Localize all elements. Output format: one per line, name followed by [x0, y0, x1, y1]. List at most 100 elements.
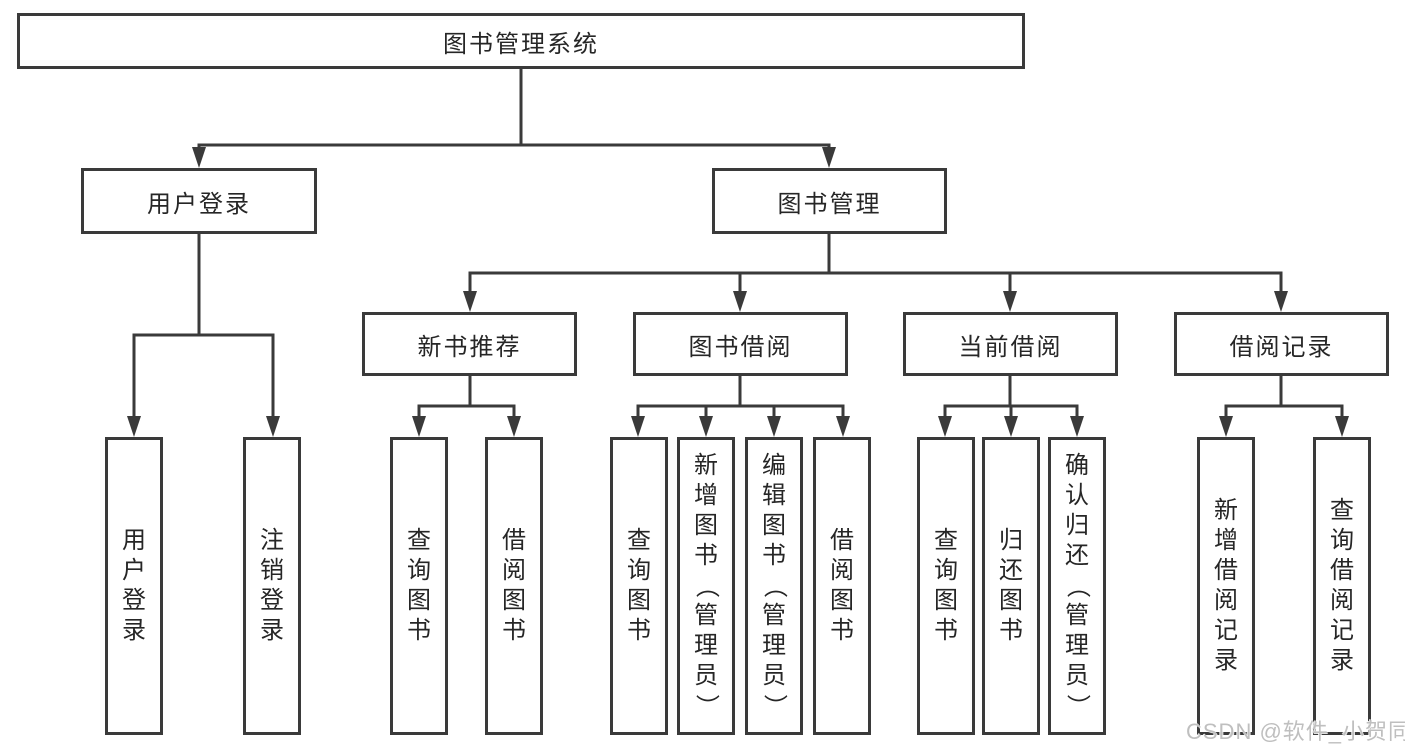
leaf-user-login: 用户登录 [105, 437, 163, 735]
vertical-char: 理 [762, 632, 786, 659]
leaf-query-books-current: 查询图书 [917, 437, 975, 735]
arrowhead-icon [767, 416, 781, 437]
vertical-char: 编 [762, 452, 786, 479]
vertical-char: 借 [1330, 557, 1354, 584]
vertical-char: 书 [830, 617, 854, 644]
vertical-char: （ [1064, 574, 1091, 598]
vertical-char: 书 [407, 617, 431, 644]
node-user-login: 用户登录 [81, 168, 317, 234]
vertical-char: 新 [1214, 497, 1238, 524]
vertical-char: 查 [627, 527, 651, 554]
node-current-borrowing: 当前借阅 [903, 312, 1118, 376]
arrowhead-icon [463, 291, 477, 312]
vertical-char: 书 [627, 617, 651, 644]
arrowhead-icon [127, 416, 141, 437]
leaf-edit-books-admin: 编辑图书 （ 管理员 ） [745, 437, 803, 735]
vertical-char: 户 [122, 557, 146, 584]
vertical-char: 借 [502, 527, 526, 554]
arrowhead-icon [1274, 291, 1288, 312]
arrowhead-icon [1003, 291, 1017, 312]
vertical-char: 管 [762, 602, 786, 629]
arrowhead-icon [266, 416, 280, 437]
vertical-char: 询 [934, 557, 958, 584]
vertical-char: 记 [1330, 617, 1354, 644]
leaf-query-borrow-record: 查询借阅记录 [1313, 437, 1371, 735]
leaf-add-books-admin: 新增图书（管理员） [677, 437, 735, 735]
vertical-char: 询 [1330, 527, 1354, 554]
vertical-char: 管 [694, 602, 718, 629]
vertical-char: 查 [1330, 497, 1354, 524]
vertical-char: 图 [627, 587, 651, 614]
vertical-char: ） [693, 694, 720, 718]
vertical-char: 新 [694, 452, 718, 479]
vertical-char: 借 [830, 527, 854, 554]
vertical-char: 增 [1214, 527, 1238, 554]
arrowhead-icon [412, 416, 426, 437]
vertical-char: 图 [999, 587, 1023, 614]
vertical-char: 查 [407, 527, 431, 554]
leaf-add-borrow-record: 新增借阅记录 [1197, 437, 1255, 735]
vertical-char: 销 [260, 557, 284, 584]
vertical-char: 阅 [502, 557, 526, 584]
watermark: CSDN @软件_小贺同学 [1186, 719, 1405, 744]
vertical-char: 图 [934, 587, 958, 614]
arrowhead-icon [507, 416, 521, 437]
vertical-char: 理 [694, 632, 718, 659]
vertical-char: （ [693, 574, 720, 598]
vertical-char: 管 [1065, 602, 1089, 629]
leaf-borrow-books-recommend: 借阅图书 [485, 437, 543, 735]
leaf-query-books-borrowing: 查询图书 [610, 437, 668, 735]
vertical-char: 辑 [762, 482, 786, 509]
vertical-char: 录 [1330, 647, 1354, 674]
node-book-borrowing: 图书借阅 [633, 312, 848, 376]
vertical-char: 认 [1065, 482, 1089, 509]
vertical-char: ） [761, 694, 788, 718]
vertical-char: 录 [1214, 647, 1238, 674]
vertical-char: 录 [122, 617, 146, 644]
arrowhead-icon [733, 291, 747, 312]
arrowhead-icon [631, 416, 645, 437]
vertical-char: 图 [502, 587, 526, 614]
vertical-char: 归 [1065, 512, 1089, 539]
vertical-char: 图 [694, 512, 718, 539]
vertical-char: 登 [122, 587, 146, 614]
vertical-char: 录 [260, 617, 284, 644]
vertical-char: ） [1064, 694, 1091, 718]
arrowhead-icon [699, 416, 713, 437]
vertical-char: 查 [934, 527, 958, 554]
arrowhead-icon [1070, 416, 1084, 437]
node-book-management: 图书管理 [712, 168, 947, 234]
vertical-char: 询 [407, 557, 431, 584]
vertical-char: 归 [999, 527, 1023, 554]
vertical-char: 用 [122, 527, 146, 554]
vertical-char: 增 [694, 482, 718, 509]
vertical-char: 阅 [1330, 587, 1354, 614]
vertical-char: （ [761, 574, 788, 598]
vertical-char: 理 [1065, 632, 1089, 659]
vertical-char: 记 [1214, 617, 1238, 644]
arrowhead-icon [836, 416, 850, 437]
vertical-char: 图 [407, 587, 431, 614]
vertical-char: 书 [762, 542, 786, 569]
vertical-char: 员 [762, 662, 786, 689]
leaf-return-books: 归还图书 [982, 437, 1040, 735]
vertical-char: 借 [1214, 557, 1238, 584]
arrowhead-icon [1219, 416, 1233, 437]
node-new-book-recommendation: 新书推荐 [362, 312, 577, 376]
vertical-char: 书 [502, 617, 526, 644]
vertical-char: 登 [260, 587, 284, 614]
vertical-char: 询 [627, 557, 651, 584]
vertical-char: 书 [999, 617, 1023, 644]
arrowhead-icon [192, 147, 206, 168]
arrowhead-icon [938, 416, 952, 437]
vertical-char: 确 [1065, 452, 1089, 479]
vertical-char: 图 [762, 512, 786, 539]
leaf-borrow-books-borrowing: 借阅图书 [813, 437, 871, 735]
node-borrowing-records: 借阅记录 [1174, 312, 1389, 376]
leaf-logout: 注销登录 [243, 437, 301, 735]
vertical-char: 阅 [830, 557, 854, 584]
vertical-char: 注 [260, 527, 284, 554]
vertical-char: 员 [1065, 662, 1089, 689]
node-library-management-system: 图书管理系统 [17, 13, 1025, 69]
